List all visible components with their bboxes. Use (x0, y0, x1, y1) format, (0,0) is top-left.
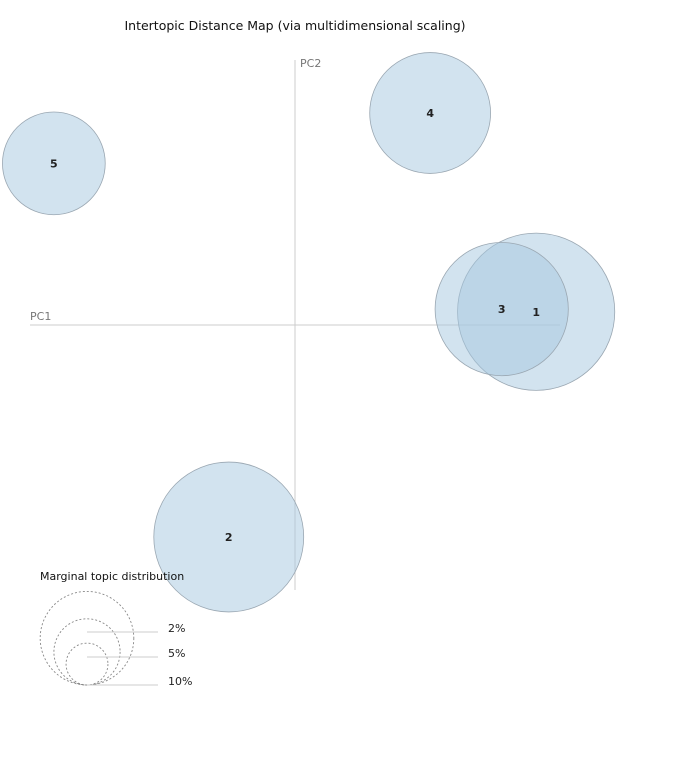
chart-title: Intertopic Distance Map (via multidimens… (124, 18, 465, 33)
legend-label-10: 10% (168, 675, 192, 688)
topic-label-4: 4 (426, 107, 434, 120)
topic-label-1: 1 (532, 306, 540, 319)
legend-circle-10 (39, 590, 135, 686)
topic-bubbles: 1 2 3 4 5 (2, 52, 616, 613)
y-axis-label: PC2 (300, 57, 321, 70)
legend-title: Marginal topic distribution (40, 570, 184, 583)
x-axis-label: PC1 (30, 310, 51, 323)
topic-bubble-3[interactable] (434, 242, 569, 377)
topic-bubble-5[interactable] (2, 111, 106, 216)
topic-label-2: 2 (225, 531, 233, 544)
topic-label-5: 5 (50, 157, 58, 170)
legend-circle-2 (65, 642, 109, 686)
topic-bubble-4[interactable] (369, 52, 491, 174)
legend-circle-5 (53, 618, 121, 686)
legend-label-5: 5% (168, 647, 185, 660)
topic-label-3: 3 (498, 303, 506, 316)
topic-bubble-2[interactable] (153, 461, 305, 613)
marginal-distribution-legend: Marginal topic distribution 2% 5% 10% (39, 570, 192, 688)
legend-label-2: 2% (168, 622, 185, 635)
